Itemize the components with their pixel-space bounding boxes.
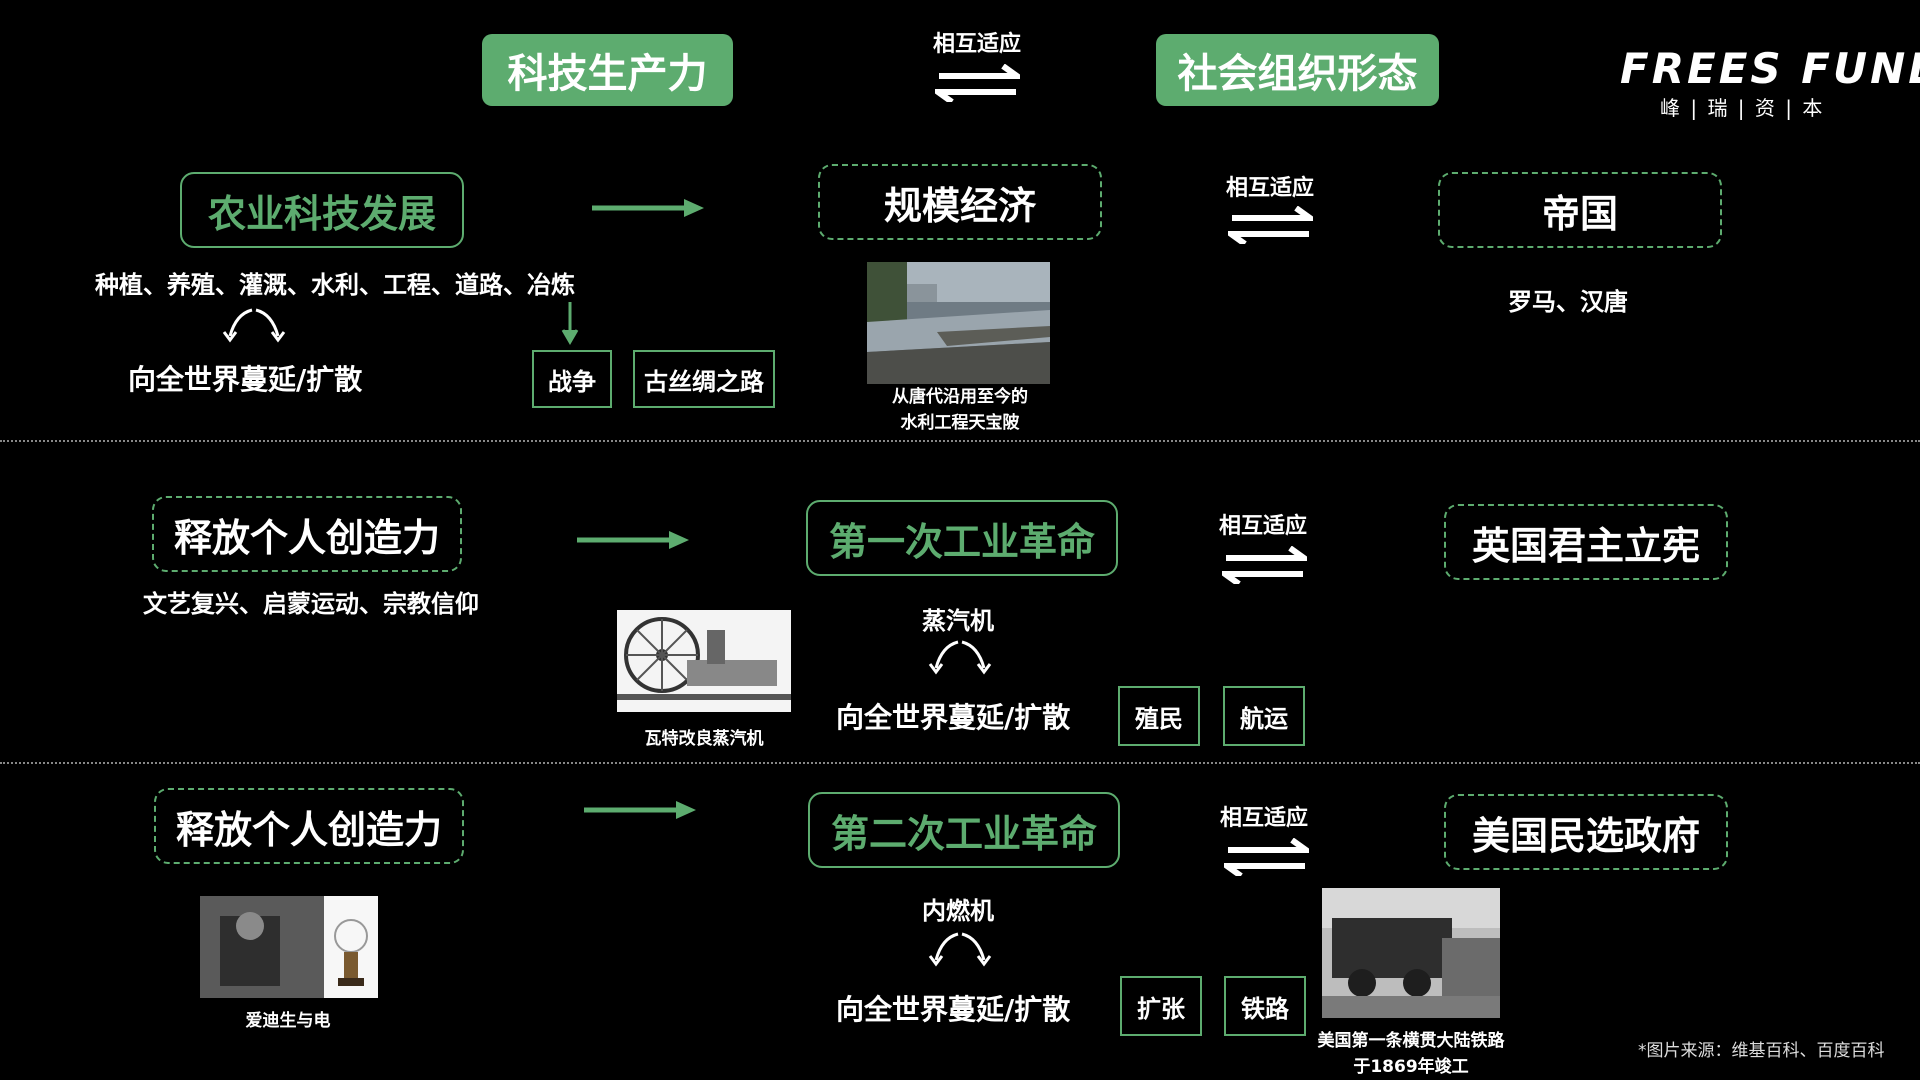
- silk-road-tag: 古丝绸之路: [633, 350, 775, 408]
- row1-adapt-label: 相互适应: [1225, 176, 1314, 201]
- steam-engine-caption: 瓦特改良蒸汽机: [644, 729, 764, 749]
- row2-adapt-label: 相互适应: [1218, 514, 1307, 539]
- section-divider-2: [0, 762, 1920, 764]
- second-industrial-revolution-box: 第二次工业革命: [808, 792, 1120, 868]
- tianbaopi-caption-line1: 从唐代沿用至今的: [892, 387, 1028, 407]
- agri-tech-detail: 种植、养殖、灌溉、水利、工程、道路、冶炼: [95, 271, 575, 299]
- empire-box: 帝国: [1438, 172, 1722, 248]
- bidirectional-arrow-icon: [1228, 206, 1313, 244]
- spread-text-row1: 向全世界蔓延/扩散: [128, 363, 363, 396]
- right-arrow-icon: [592, 199, 704, 217]
- spread-text-row2: 向全世界蔓延/扩散: [836, 701, 1071, 734]
- steam-engine-label: 蒸汽机: [922, 607, 994, 635]
- tianbaopi-photo: [867, 262, 1050, 384]
- colonization-tag: 殖民: [1118, 686, 1200, 746]
- logo-wordmark: FREES FUND: [1620, 44, 1920, 93]
- image-source-note: *图片来源：维基百科、百度百科: [1638, 1041, 1885, 1061]
- us-elected-government-box: 美国民选政府: [1444, 794, 1728, 870]
- right-arrow-icon: [584, 801, 696, 819]
- scale-economy-box: 规模经济: [818, 164, 1102, 240]
- uk-constitutional-monarchy-box: 英国君主立宪: [1444, 504, 1728, 580]
- bidirectional-arrow-icon: [1224, 838, 1309, 876]
- individual-creativity-box-1: 释放个人创造力: [152, 496, 462, 572]
- steam-engine-photo: [617, 610, 791, 712]
- tianbaopi-caption-line2: 水利工程天宝陂: [900, 413, 1020, 433]
- empire-detail: 罗马、汉唐: [1508, 288, 1628, 316]
- railroad-caption-line2: 于1869年竣工: [1353, 1057, 1469, 1077]
- individual-creativity-box-2: 释放个人创造力: [154, 788, 464, 864]
- split-arrow-icon: [928, 932, 992, 967]
- individual-creativity-detail: 文艺复兴、启蒙运动、宗教信仰: [143, 590, 479, 618]
- social-organization-pill: 社会组织形态: [1156, 34, 1439, 106]
- down-arrow-icon: [561, 302, 579, 345]
- edison-photo: [200, 896, 378, 998]
- header-adapt-label: 相互适应: [932, 32, 1021, 57]
- tianbaopi-caption: 从唐代沿用至今的 水利工程天宝陂: [860, 384, 1060, 436]
- tech-productivity-pill: 科技生产力: [482, 34, 733, 106]
- expansion-tag: 扩张: [1120, 976, 1202, 1036]
- bidirectional-arrow-icon: [1222, 546, 1307, 584]
- spread-text-row3: 向全世界蔓延/扩散: [836, 993, 1071, 1026]
- railway-tag: 铁路: [1224, 976, 1306, 1036]
- combustion-engine-label: 内燃机: [922, 897, 994, 925]
- first-industrial-revolution-box: 第一次工业革命: [806, 500, 1118, 576]
- agri-tech-box: 农业科技发展: [180, 172, 464, 248]
- split-arrow-icon: [222, 308, 286, 343]
- railroad-photo: [1322, 888, 1500, 1018]
- railroad-caption: 美国第一条横贯大陆铁路 于1869年竣工: [1286, 1028, 1536, 1080]
- railroad-caption-line1: 美国第一条横贯大陆铁路: [1317, 1031, 1505, 1051]
- edison-caption: 爱迪生与电: [245, 1011, 331, 1031]
- row3-adapt-label: 相互适应: [1219, 806, 1308, 831]
- war-tag: 战争: [532, 350, 612, 408]
- right-arrow-icon: [577, 531, 689, 549]
- section-divider-1: [0, 440, 1920, 442]
- bidirectional-arrow-icon: [935, 64, 1020, 102]
- split-arrow-icon: [928, 640, 992, 675]
- logo-chinese: 峰 | 瑞 | 资 | 本: [1660, 96, 1825, 120]
- shipping-tag: 航运: [1223, 686, 1305, 746]
